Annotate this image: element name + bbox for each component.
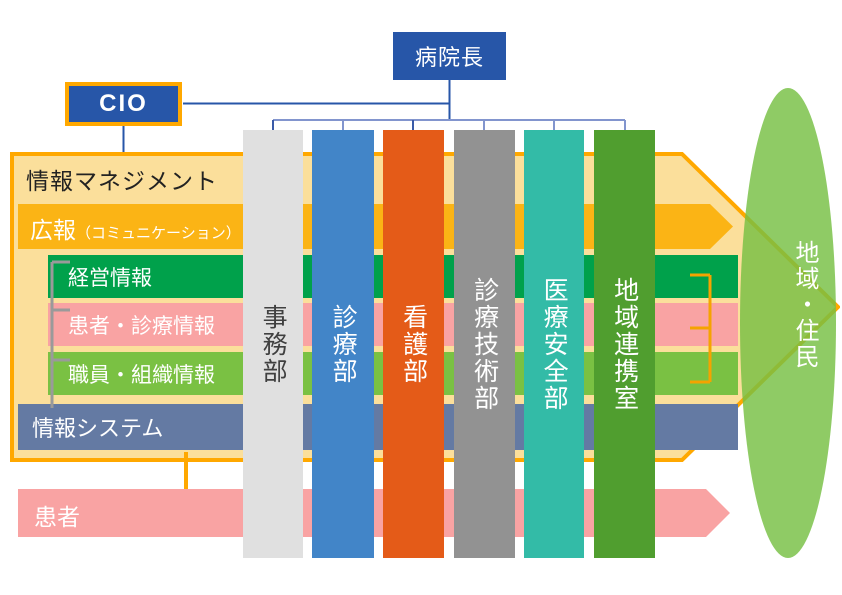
koho-main-text: 広報 [30,217,76,243]
department-label-chiikirenkeishitsu: 地域連携室 [610,276,639,412]
patient-label: 患者 [34,504,80,530]
info-bar-keiei-label: 経営情報 [68,266,152,290]
right-bracket-connector [690,273,712,384]
department-column-chiikirenkeishitsu[interactable]: 地域連携室 [594,130,655,558]
department-column-shinryogijutsubu[interactable]: 診療技術部 [454,130,515,558]
region-residents-ellipse [740,88,836,558]
department-column-jimubu[interactable]: 事務部 [243,130,303,558]
koho-paren-text: （コミュニケーション） [76,225,241,242]
department-label-jimubu: 事務部 [259,303,288,385]
left-bracket-connector [50,260,70,408]
system-to-patient-connector [184,452,188,492]
management-panel-title: 情報マネジメント [26,168,218,194]
information-system-label: 情報システム [32,416,164,441]
department-label-shinryobu: 診療部 [329,303,358,385]
hospital-director-box[interactable]: 病院長 [393,32,506,80]
koho-label: 広報（コミュニケーション） [30,211,241,245]
cio-label: CIO [99,90,148,117]
region-residents-label: 地域・住民 [791,240,818,370]
department-label-kangobu: 看護部 [399,303,428,385]
department-column-kangobu[interactable]: 看護部 [383,130,444,558]
department-column-iryoanzenbu[interactable]: 医療安全部 [524,130,584,558]
cio-box[interactable]: CIO [65,82,182,126]
department-label-iryoanzenbu: 医療安全部 [540,276,569,412]
department-column-shinryobu[interactable]: 診療部 [312,130,374,558]
department-label-shinryogijutsubu: 診療技術部 [470,276,499,412]
hospital-director-label: 病院長 [414,45,484,70]
info-bar-shokuin-label: 職員・組織情報 [68,363,215,387]
info-bar-kanja-label: 患者・診療情報 [68,314,215,338]
